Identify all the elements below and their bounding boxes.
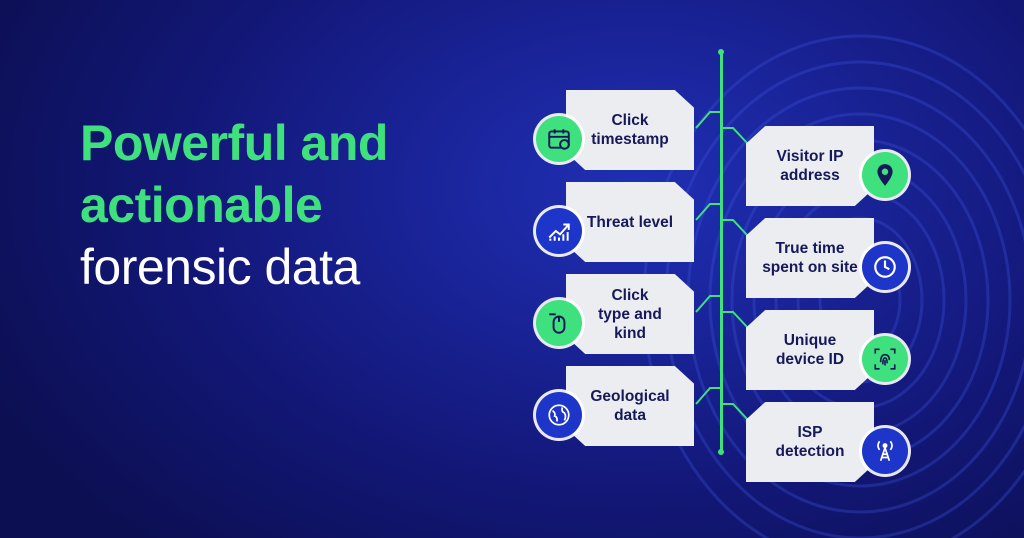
timeline-spine [720,52,723,452]
calendar-icon [536,116,582,162]
card-label: Threat level [586,213,674,231]
card-label: ISP detection [775,424,845,460]
card-visitor-ip: Visitor IP address [746,126,874,206]
card-label: Geological data [590,388,670,424]
headline-line-2: actionable [80,177,323,233]
headline-line-3: forensic data [80,239,360,295]
card-label: Visitor IP address [776,148,844,184]
card-label: Click timestamp [591,112,669,148]
card-geological-data: Geological data [566,366,694,446]
mouse-click-icon [536,300,582,346]
card-time-on-site: True time spent on site [746,218,874,298]
card-isp-detection: ISP detection [746,402,874,482]
location-pin-icon [862,152,908,198]
headline: Powerful and actionable forensic data [80,112,388,298]
card-threat-level: Threat level [566,182,694,262]
card-device-id: Unique device ID [746,310,874,390]
headline-line-1: Powerful and [80,115,388,171]
tower-icon [862,428,908,474]
trend-chart-icon [536,208,582,254]
globe-icon [536,392,582,438]
card-click-type: Click type and kind [566,274,694,354]
fingerprint-icon [862,336,908,382]
card-label: Click type and kind [598,286,662,342]
clock-icon [862,244,908,290]
card-click-timestamp: Click timestamp [566,90,694,170]
card-label: True time spent on site [762,240,858,276]
card-label: Unique device ID [775,332,845,368]
